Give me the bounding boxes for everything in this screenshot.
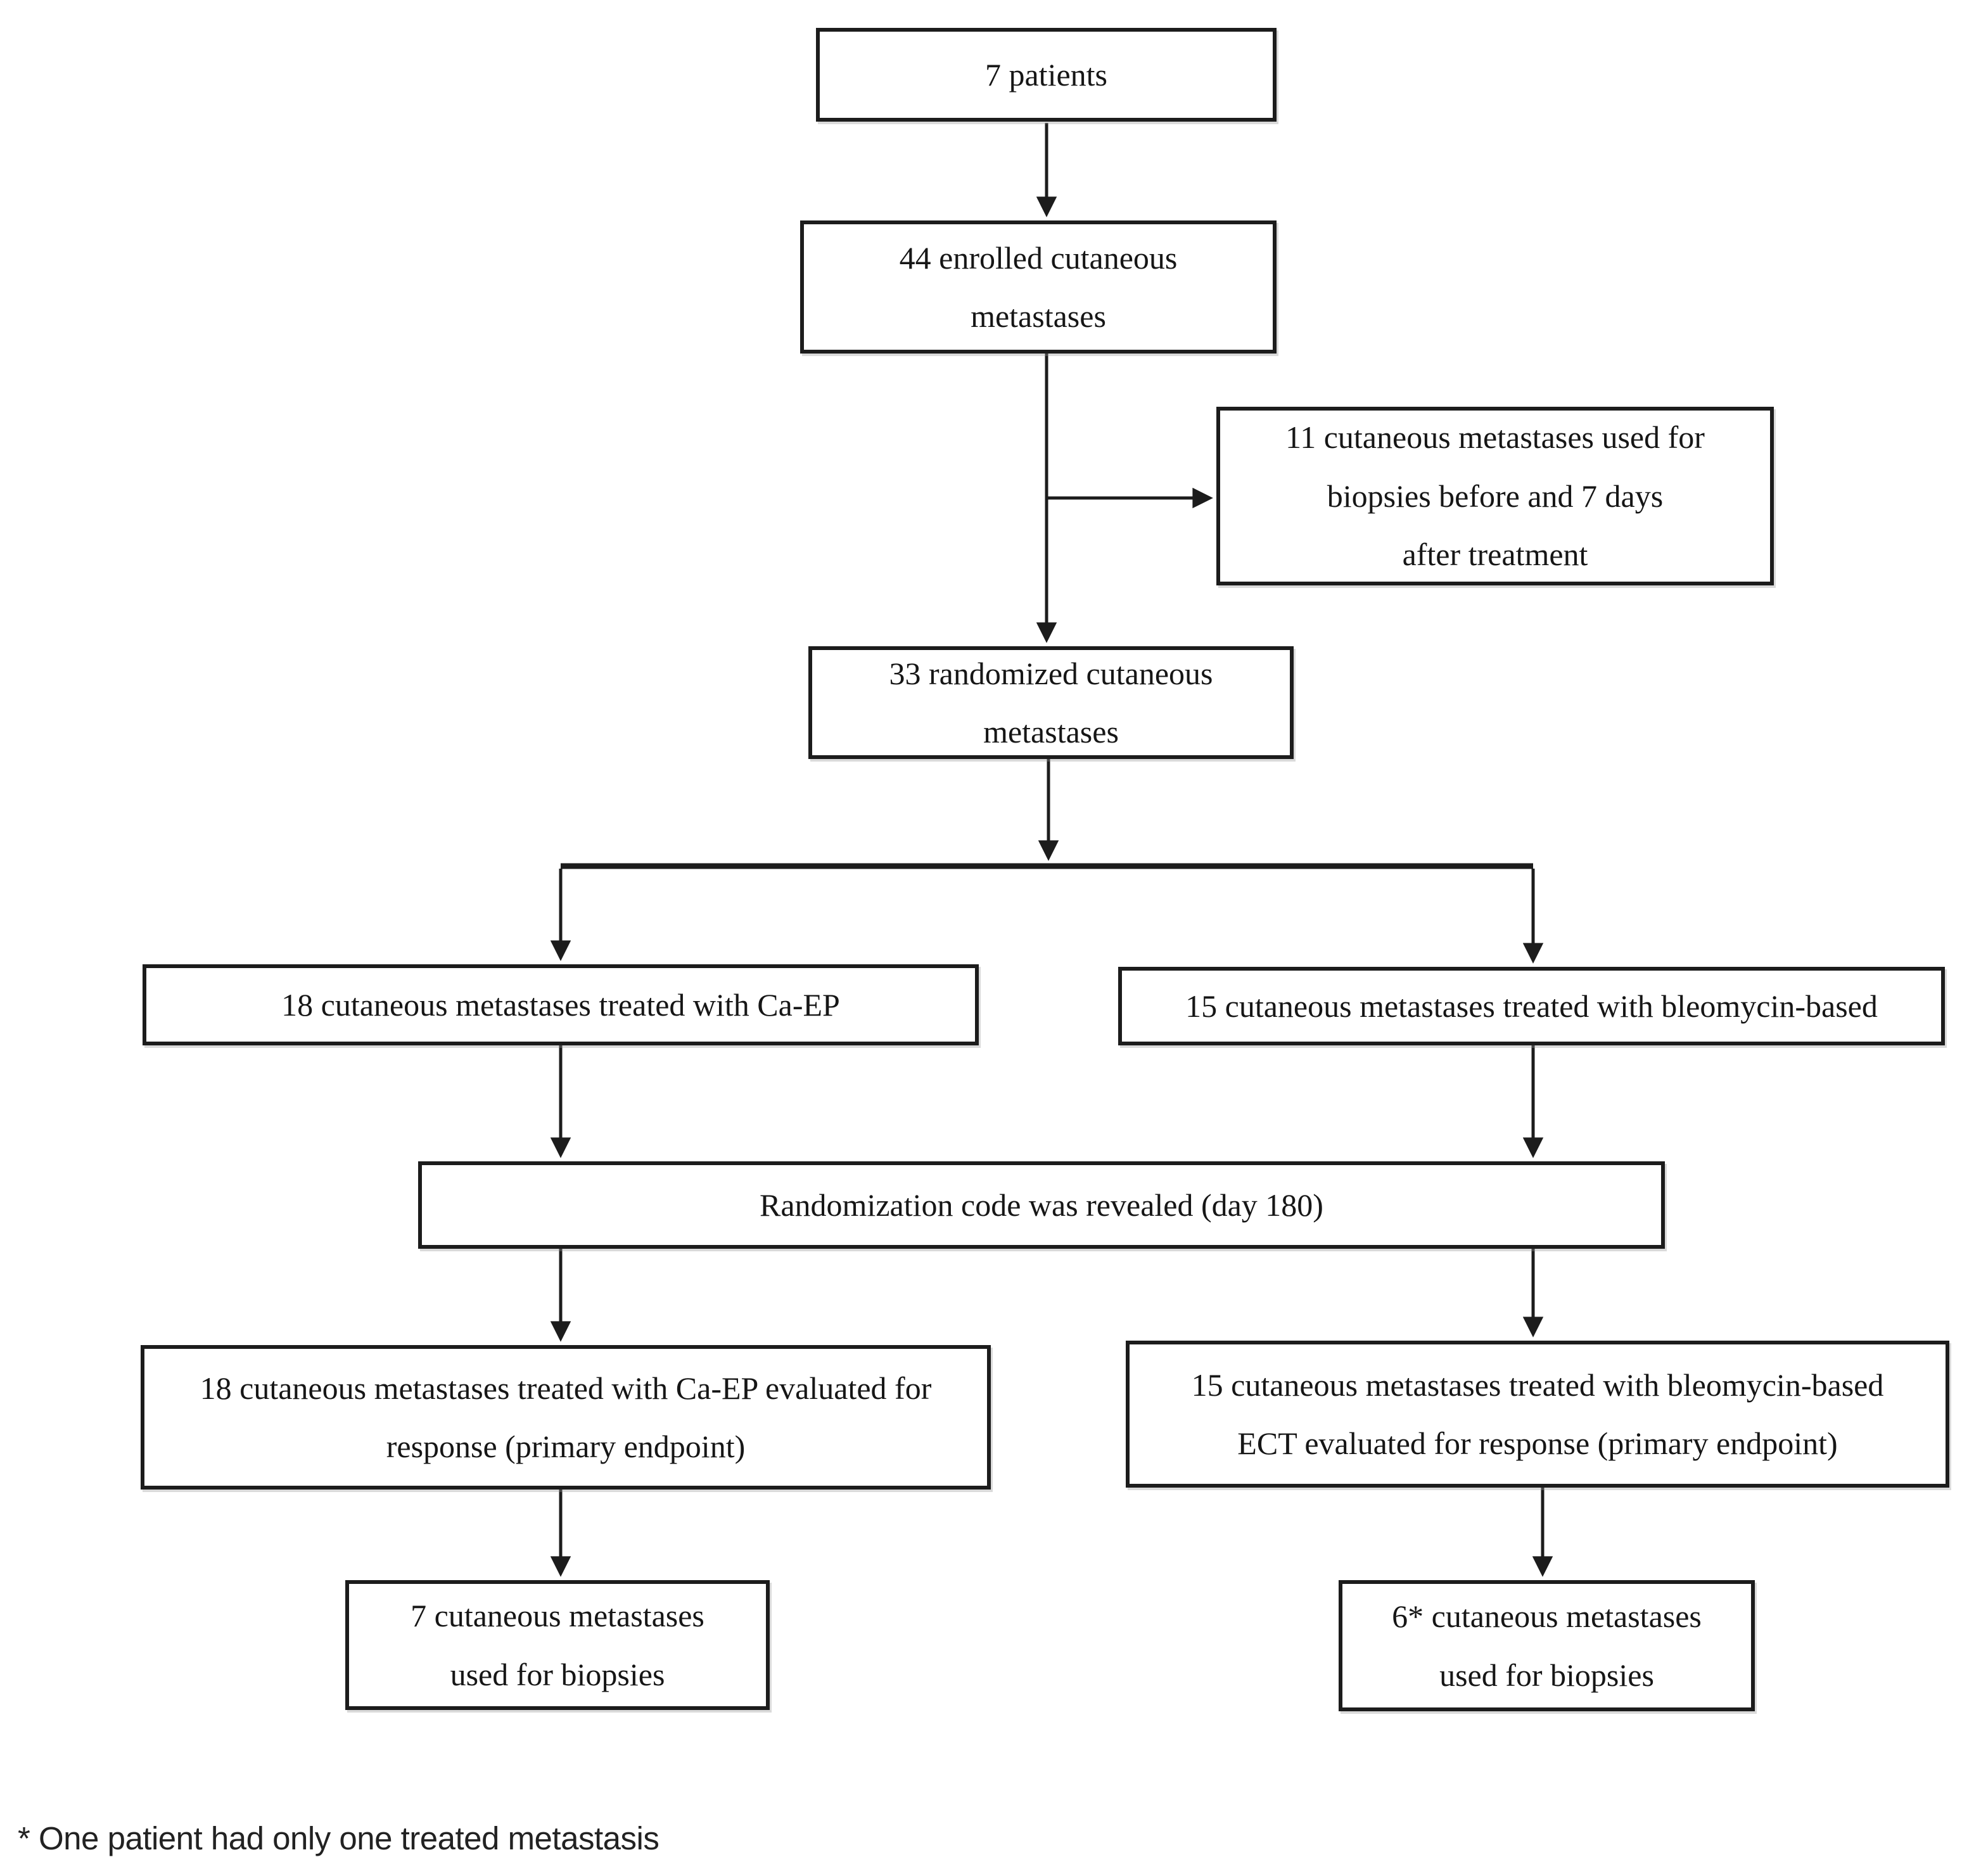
node-biopsies-before-treatment-label: 11 cutaneous metastases used for biopsie… xyxy=(1285,419,1705,573)
node-biopsies-before-treatment: 11 cutaneous metastases used for biopsie… xyxy=(1216,407,1774,585)
node-bleomycin-evaluated-label: 15 cutaneous metastases treated with ble… xyxy=(1191,1367,1884,1462)
node-caep-treated-label: 18 cutaneous metastases treated with Ca-… xyxy=(281,986,840,1023)
node-caep-evaluated: 18 cutaneous metastases treated with Ca-… xyxy=(141,1345,991,1490)
node-enrolled-metastases: 44 enrolled cutaneous metastases xyxy=(800,220,1277,354)
node-enrolled-metastases-label: 44 enrolled cutaneous metastases xyxy=(899,239,1178,335)
node-caep-treated: 18 cutaneous metastases treated with Ca-… xyxy=(143,964,979,1045)
node-caep-biopsies: 7 cutaneous metastases used for biopsies xyxy=(345,1580,770,1710)
node-bleomycin-biopsies-label: 6* cutaneous metastases used for biopsie… xyxy=(1392,1598,1702,1693)
node-bleomycin-evaluated: 15 cutaneous metastases treated with ble… xyxy=(1126,1341,1949,1488)
node-caep-biopsies-label: 7 cutaneous metastases used for biopsies xyxy=(411,1598,704,1692)
node-bleomycin-treated: 15 cutaneous metastases treated with ble… xyxy=(1118,967,1945,1045)
node-caep-evaluated-label: 18 cutaneous metastases treated with Ca-… xyxy=(200,1370,932,1465)
node-patients-label: 7 patients xyxy=(984,56,1108,93)
footnote: * One patient had only one treated metas… xyxy=(18,1820,659,1856)
node-randomization-code-revealed: Randomization code was revealed (day 180… xyxy=(418,1161,1665,1249)
node-randomized-metastases: 33 randomized cutaneous metastases xyxy=(808,646,1294,759)
node-randomized-metastases-label: 33 randomized cutaneous metastases xyxy=(889,655,1213,750)
node-patients: 7 patients xyxy=(816,28,1277,122)
node-bleomycin-biopsies: 6* cutaneous metastases used for biopsie… xyxy=(1339,1580,1755,1711)
node-randomization-code-revealed-label: Randomization code was revealed (day 180… xyxy=(760,1187,1323,1223)
node-bleomycin-treated-label: 15 cutaneous metastases treated with ble… xyxy=(1185,988,1878,1024)
